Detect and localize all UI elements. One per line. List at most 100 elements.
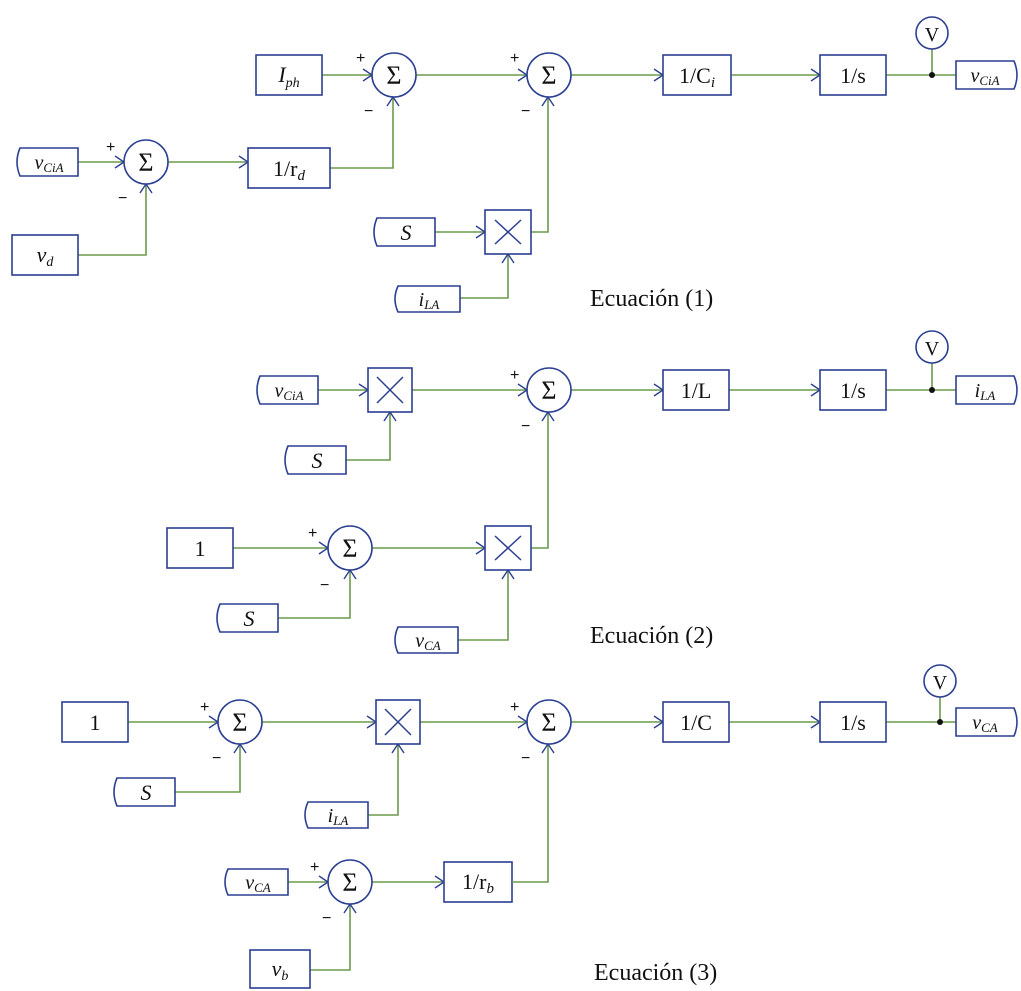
vcia-input-tag: vCiA [256,375,319,405]
svg-text:iLA: iLA [975,380,996,403]
svg-text:−: − [364,103,373,120]
constant-one-block: 1 [166,527,234,569]
multiplier-block [484,209,532,255]
s-input-tag: S [373,217,436,247]
svg-text:vCA: vCA [972,712,998,735]
svg-text:−: − [521,418,530,435]
inverse-ci-gain-block: 1/Ci [662,54,732,96]
svg-text:1/C: 1/C [680,710,712,735]
vca-input-tag: vCA [224,868,289,896]
svg-text:iLA: iLA [419,289,440,312]
vca-output-tag: vCA [955,707,1018,737]
svg-text:−: − [212,750,221,767]
svg-text:+: + [308,525,317,542]
svg-text:S: S [401,220,412,245]
svg-text:+: + [200,699,209,716]
ila-input-tag: iLA [304,801,369,829]
sum-block: Σ + − [356,50,417,120]
sum-block: Σ + − [510,367,572,435]
svg-text:1/s: 1/s [840,710,866,735]
svg-text:Σ: Σ [342,868,357,897]
ila-input-tag: iLA [394,285,461,313]
svg-text:Σ: Σ [541,708,556,737]
svg-text:V: V [925,338,940,360]
inverse-c-gain-block: 1/C [662,701,730,743]
ila-output-tag: iLA [955,375,1018,405]
svg-text:+: + [356,50,365,67]
integrator-block: 1/s [819,701,887,743]
svg-text:−: − [320,577,329,594]
equation-3-label: Ecuación (3) [594,960,717,986]
svg-text:vd: vd [37,242,55,270]
integrator-block: 1/s [819,54,887,96]
integrator-block: 1/s [819,369,887,411]
svg-text:1: 1 [90,710,101,735]
svg-text:vb: vb [272,956,289,984]
svg-text:−: − [521,103,530,120]
svg-text:V: V [933,672,948,694]
svg-text:+: + [510,699,519,716]
vca-input-tag: vCA [394,626,459,654]
svg-text:+: + [510,367,519,384]
svg-text:vCA: vCA [245,872,271,895]
equation-1-label: Ecuación (1) [590,286,713,312]
svg-text:Σ: Σ [138,148,153,177]
svg-text:+: + [310,859,319,876]
s-input-tag: S [216,603,279,633]
multiplier-block [375,699,421,745]
svg-text:1/s: 1/s [840,63,866,88]
svg-text:iLA: iLA [328,805,349,828]
multiplier-block [367,367,413,413]
svg-text:S: S [141,780,152,805]
svg-text:Σ: Σ [342,534,357,563]
inverse-rd-gain-block: 1/rd [247,147,331,189]
s-input-tag: S [113,777,176,807]
svg-text:−: − [322,910,331,927]
svg-text:vCiA: vCiA [970,65,999,88]
svg-text:S: S [244,606,255,631]
equation-1: Σ + − Σ + − Σ + − Iph 1/rd [11,16,1018,313]
svg-text:+: + [510,50,519,67]
svg-text:+: + [106,139,115,156]
svg-text:Iph: Iph [277,62,299,91]
svg-text:1/rd: 1/rd [273,156,305,184]
svg-text:vCiA: vCiA [274,380,303,403]
svg-text:1: 1 [195,536,206,561]
vcia-output-tag: vCiA [955,60,1018,90]
equation-2-label: Ecuación (2) [590,623,713,649]
svg-text:1/L: 1/L [681,378,712,403]
svg-text:vCiA: vCiA [34,152,63,175]
sum-block: Σ + − [510,50,572,120]
svg-text:Σ: Σ [386,61,401,90]
voltmeter-probe: V [915,16,949,50]
vb-input-block: vb [249,949,311,989]
multiplier-block [484,525,532,571]
svg-text:Σ: Σ [541,61,556,90]
svg-text:vCA: vCA [415,630,441,653]
svg-text:V: V [925,24,940,46]
sum-block: Σ + − [310,859,373,927]
svg-text:1/s: 1/s [840,378,866,403]
svg-text:Σ: Σ [541,376,556,405]
inverse-l-gain-block: 1/L [662,369,730,411]
sum-block: Σ + − [510,699,572,767]
svg-text:−: − [521,750,530,767]
constant-one-block: 1 [61,701,129,743]
photocurrent-constant-block: Iph [255,54,323,96]
vcia-input-tag: vCiA [16,147,79,177]
sum-block: Σ + − [106,139,169,207]
s-input-tag: S [284,445,347,475]
svg-text:−: − [118,190,127,207]
voltmeter-probe: V [923,664,957,698]
equation-2: Σ + − 1/L 1/s V Σ + − vCiA [166,330,1018,654]
sum-block: Σ + − [308,525,373,594]
svg-text:S: S [312,448,323,473]
svg-text:1/Ci: 1/Ci [679,63,715,91]
equation-3: 1 Σ + − Σ + − 1/C 1/s V [61,664,1018,989]
inverse-rb-gain-block: 1/rb [443,861,513,903]
voltmeter-probe: V [915,330,949,364]
svg-text:1/rb: 1/rb [462,869,494,897]
vd-input-block: vd [11,234,79,276]
sum-block: Σ + − [200,699,263,767]
